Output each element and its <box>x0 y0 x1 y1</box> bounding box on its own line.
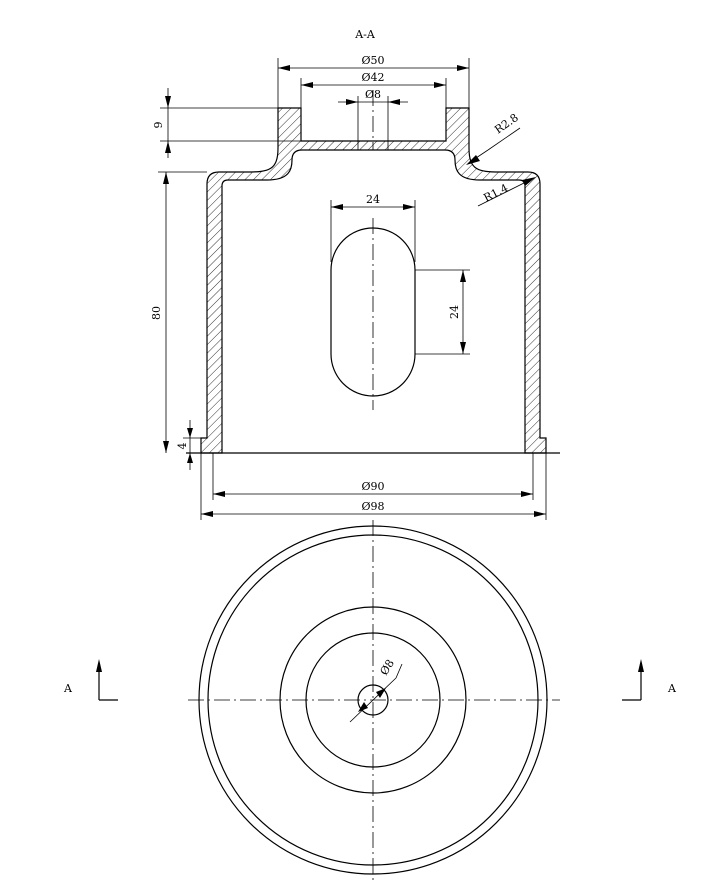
section-marker-right: A <box>622 659 677 701</box>
dim-w24-label: 24 <box>366 193 380 206</box>
dim-d50: Ø50 <box>277 54 470 108</box>
dim-d90-label: Ø90 <box>361 480 384 493</box>
section-view: A-A Ø50 Ø42 <box>150 28 560 520</box>
dim-h80-label: 80 <box>150 306 163 320</box>
dim-d90: Ø90 <box>212 453 534 500</box>
section-wall <box>200 107 547 454</box>
dim-h9: 9 <box>152 88 301 158</box>
dim-d8-top-label: Ø8 <box>365 88 381 101</box>
dim-h4: 4 <box>176 420 201 470</box>
section-title: A-A <box>354 28 376 41</box>
dim-d8-bottom: Ø8 <box>349 657 403 723</box>
dim-h80: 80 <box>150 171 207 453</box>
dim-h24-label: 24 <box>448 305 461 319</box>
section-marker-right-label: A <box>667 682 677 695</box>
dim-d8-top: Ø8 <box>338 88 408 105</box>
dim-h4-label: 4 <box>176 443 189 450</box>
dim-d98-label: Ø98 <box>361 500 384 513</box>
dim-d8-bottom-label: Ø8 <box>378 657 398 677</box>
dim-d98: Ø98 <box>200 453 547 520</box>
dim-h9-label: 9 <box>152 122 165 129</box>
section-marker-left: A <box>63 659 118 701</box>
dim-w24: 24 <box>330 193 416 262</box>
dim-r28: R2.8 <box>466 111 521 165</box>
dim-d42-label: Ø42 <box>361 71 384 84</box>
dim-h24: 24 <box>415 269 470 355</box>
dim-r14-label: R1.4 <box>481 181 510 204</box>
dim-d42: Ø42 <box>300 71 447 108</box>
plan-view: Ø8 A A <box>63 520 677 884</box>
dim-d50-label: Ø50 <box>361 54 384 67</box>
dim-r28-label: R2.8 <box>492 111 521 136</box>
section-marker-left-label: A <box>63 682 73 695</box>
